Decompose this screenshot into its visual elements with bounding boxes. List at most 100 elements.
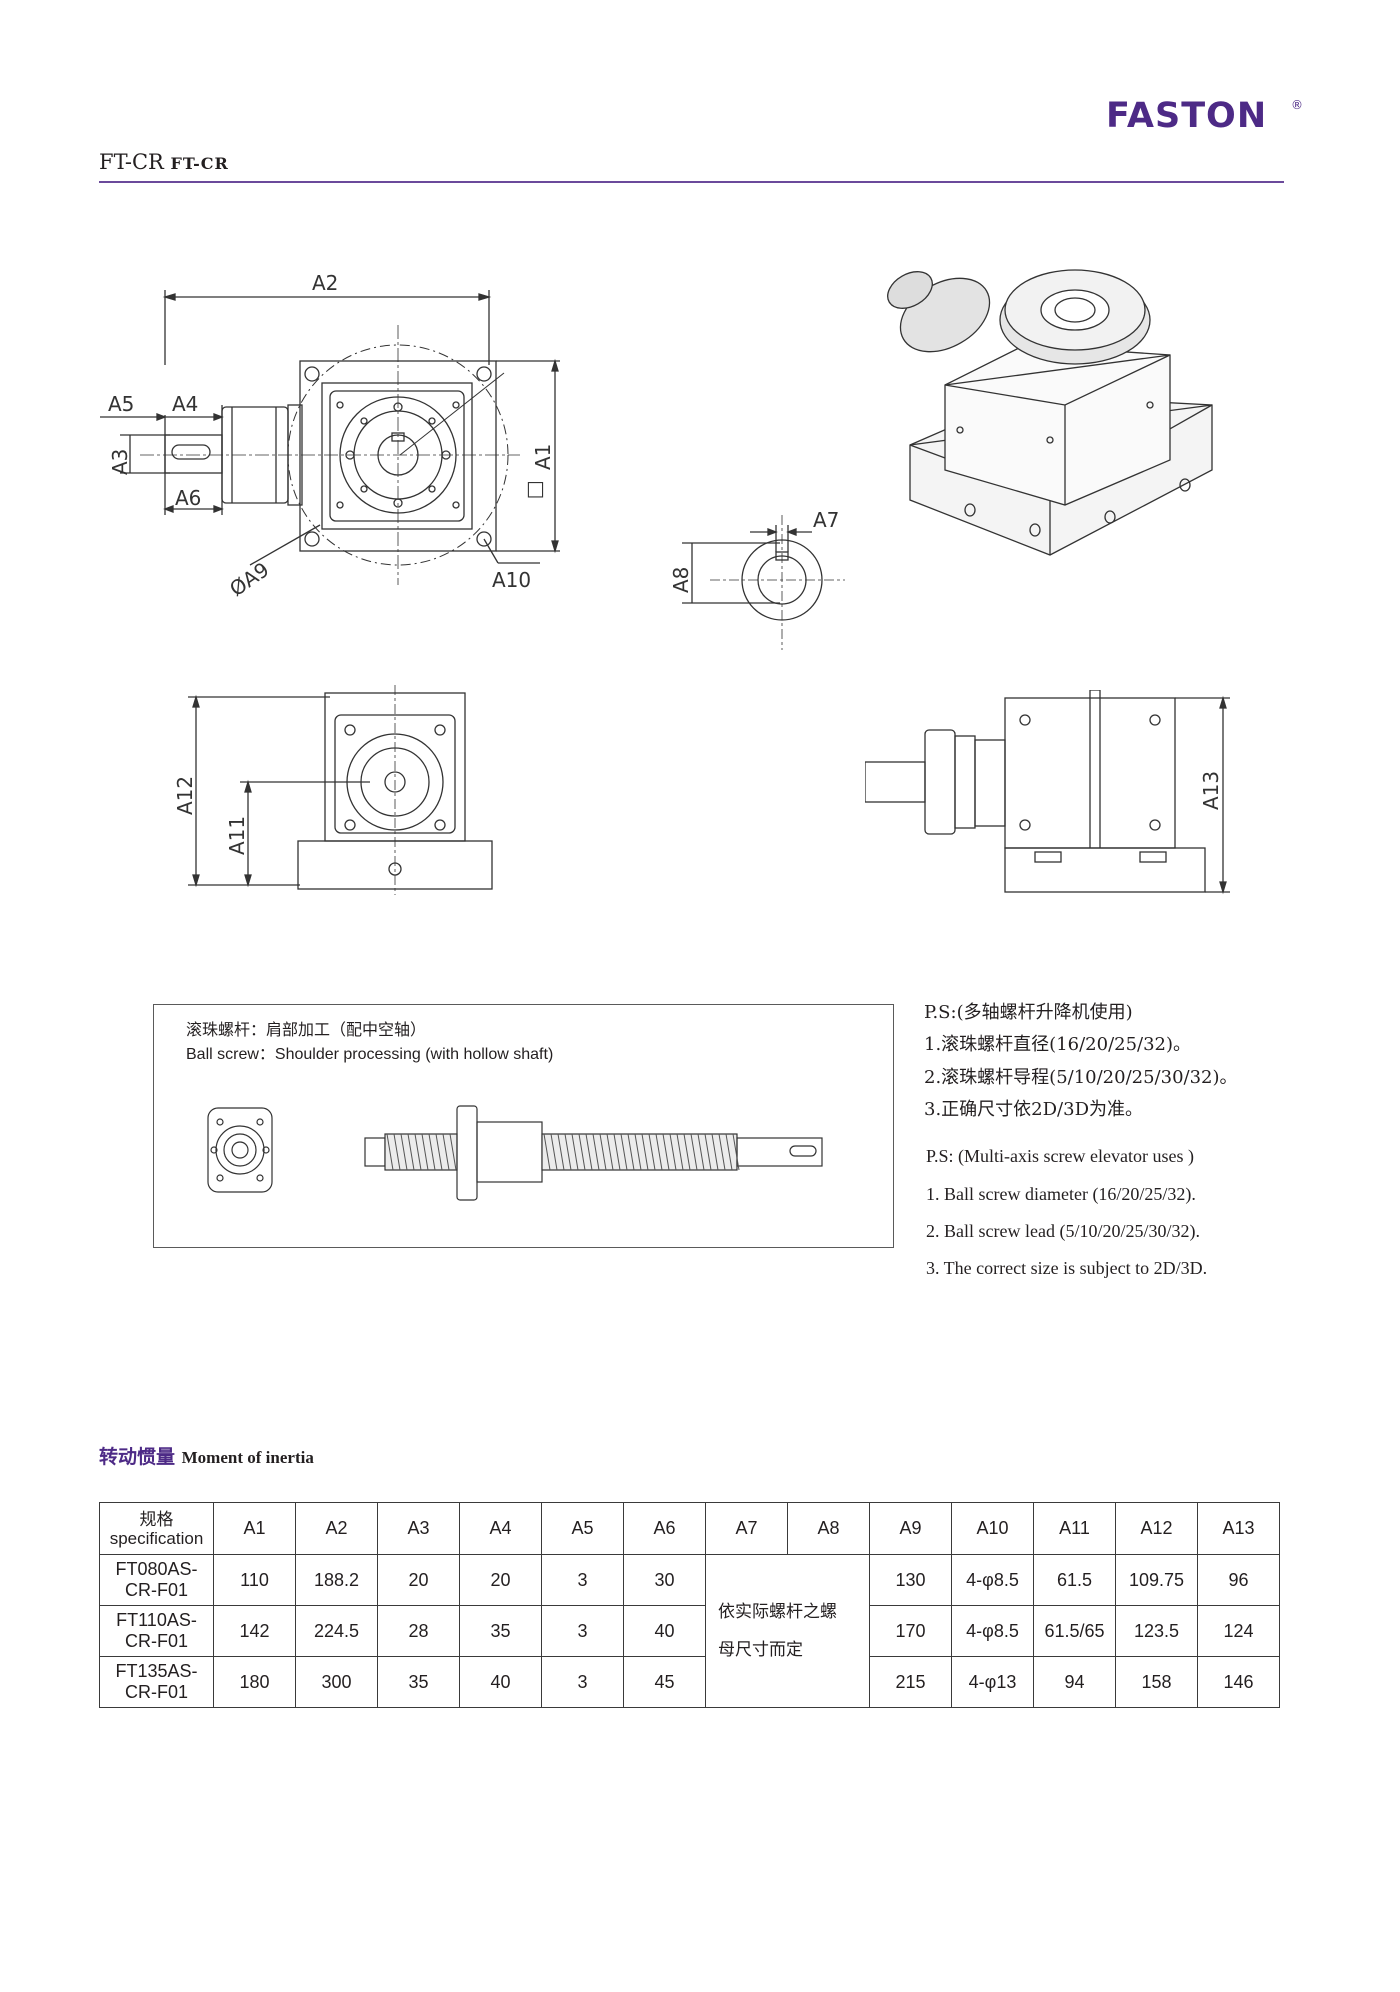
cell-a3: 35 <box>377 1656 460 1708</box>
row-model: FT110AS- CR-F01 <box>99 1605 214 1657</box>
screw-thread <box>407 1133 415 1171</box>
cell-a12: 158 <box>1115 1656 1198 1708</box>
screw-thread <box>585 1133 593 1171</box>
screw-thread <box>669 1133 677 1171</box>
cell-a2: 300 <box>295 1656 378 1708</box>
dim-a9-label: ØA9 <box>225 557 273 601</box>
cell-a6: 40 <box>623 1605 706 1657</box>
header-a8: A8 <box>787 1502 870 1555</box>
keyway-view-drawing: A7 A8 <box>670 508 845 650</box>
dim-a3-label: A3 <box>108 449 132 475</box>
screw-thread <box>613 1133 621 1171</box>
dim-a5-label: A5 <box>108 392 134 416</box>
row-model-line1: FT080AS- <box>115 1559 198 1579</box>
dim-a11-label: A11 <box>225 816 249 855</box>
header-divider <box>99 181 1284 183</box>
ps-cn-line-1: 1.滚珠螺杆直径(16/20/25/32)。 <box>924 1034 1192 1055</box>
screw-thread <box>543 1133 551 1171</box>
cell-a13: 146 <box>1197 1656 1280 1708</box>
cell-a6: 45 <box>623 1656 706 1708</box>
inertia-title-en: Moment of inertia <box>181 1448 314 1467</box>
screw-thread <box>641 1133 649 1171</box>
cell-a11: 94 <box>1033 1656 1116 1708</box>
screw-thread <box>690 1133 698 1171</box>
cell-a10: 4-φ13 <box>951 1656 1034 1708</box>
model-title: FT-CR FT-CR <box>99 150 229 174</box>
merged-note-line2: 母尺寸而定 <box>718 1640 803 1659</box>
screw-thread <box>655 1133 663 1171</box>
dim-a10-label: A10 <box>492 568 531 592</box>
inertia-section-title: 转动惯量 Moment of inertia <box>99 1442 314 1469</box>
screw-thread <box>550 1133 558 1171</box>
header-a6: A6 <box>623 1502 706 1555</box>
header-a7: A7 <box>705 1502 788 1555</box>
ball-screw-title-cn: 滚珠螺杆：肩部加工（配中空轴） <box>186 1020 427 1039</box>
registered-mark: ® <box>1291 98 1303 112</box>
ball-screw-title-en: Ball screw：Shoulder processing (with hol… <box>186 1046 554 1063</box>
row-model-line2: CR-F01 <box>124 1682 188 1702</box>
cell-a9: 170 <box>869 1605 952 1657</box>
screw-thread <box>606 1133 614 1171</box>
cell-a9: 215 <box>869 1656 952 1708</box>
header-a9: A9 <box>869 1502 952 1555</box>
cell-a1: 142 <box>213 1605 296 1657</box>
cell-a1: 180 <box>213 1656 296 1708</box>
ps-en-line-2: 2. Ball screw lead (5/10/20/25/30/32). <box>926 1221 1200 1241</box>
merged-note-line1: 依实际螺杆之螺 <box>718 1602 837 1621</box>
screw-thread <box>718 1133 726 1171</box>
screw-thread <box>435 1133 443 1171</box>
screw-thread <box>697 1133 705 1171</box>
ps-en-line-1: 1. Ball screw diameter (16/20/25/32). <box>926 1184 1196 1204</box>
cell-a4: 35 <box>459 1605 542 1657</box>
dim-a2-label: A2 <box>312 271 338 295</box>
front-view-drawing: A12 A11 <box>173 685 493 895</box>
cell-a13: 124 <box>1197 1605 1280 1657</box>
cell-a13: 96 <box>1197 1554 1280 1606</box>
row-model: FT080AS- CR-F01 <box>99 1554 214 1606</box>
dim-a8-label: A8 <box>670 567 693 593</box>
header-a4: A4 <box>459 1502 542 1555</box>
cell-a10: 4-φ8.5 <box>951 1554 1034 1606</box>
row-model-line2: CR-F01 <box>124 1580 188 1600</box>
ps-cn-line-0: P.S:(多轴螺杆升降机使用) <box>924 1002 1133 1023</box>
header-a1: A1 <box>213 1502 296 1555</box>
dim-a13-label: A13 <box>1199 771 1223 810</box>
screw-thread <box>421 1133 429 1171</box>
ball-screw-box <box>153 1004 894 1248</box>
ball-screw-drawing <box>207 1105 823 1201</box>
header-a5: A5 <box>541 1502 624 1555</box>
screw-thread <box>711 1133 719 1171</box>
ps-cn-line-3: 3.正确尺寸依2D/3D为准。 <box>924 1099 1144 1120</box>
screw-thread <box>620 1133 628 1171</box>
row-model-line1: FT110AS- <box>116 1610 197 1630</box>
cell-a5: 3 <box>541 1554 624 1606</box>
dim-a7-label: A7 <box>813 508 839 532</box>
dim-a1-label: A1 <box>531 444 555 470</box>
isometric-view-drawing <box>887 269 1213 556</box>
screw-thread <box>627 1133 635 1171</box>
screw-thread <box>662 1133 670 1171</box>
ps-cn-line-2: 2.滚珠螺杆导程(5/10/20/25/30/32)。 <box>924 1067 1238 1088</box>
table-row: FT135AS- CR-F01 180 300 35 40 3 45 215 4… <box>99 1656 1280 1708</box>
header-spec-cn: 规格 <box>139 1509 174 1529</box>
model-title-sub: FT-CR <box>170 154 229 173</box>
cell-a10: 4-φ8.5 <box>951 1605 1034 1657</box>
dim-a4-label: A4 <box>172 392 198 416</box>
screw-thread <box>648 1133 656 1171</box>
cell-a12: 123.5 <box>1115 1605 1198 1657</box>
header-a2: A2 <box>295 1502 378 1555</box>
screw-thread <box>732 1133 740 1171</box>
header-a11: A11 <box>1033 1502 1116 1555</box>
cell-a3: 20 <box>377 1554 460 1606</box>
screw-thread <box>557 1133 565 1171</box>
screw-thread <box>449 1133 457 1171</box>
screw-thread <box>414 1133 422 1171</box>
screw-thread <box>400 1133 408 1171</box>
table-header-row: 规格 specification A1 A2 A3 A4 A5 A6 A7 A8… <box>99 1502 1280 1555</box>
screw-thread <box>564 1133 572 1171</box>
row-model-line1: FT135AS- <box>115 1661 198 1681</box>
cell-a3: 28 <box>377 1605 460 1657</box>
screw-thread <box>634 1133 642 1171</box>
side-view-drawing: A13 <box>865 690 1230 895</box>
screw-thread <box>592 1133 600 1171</box>
